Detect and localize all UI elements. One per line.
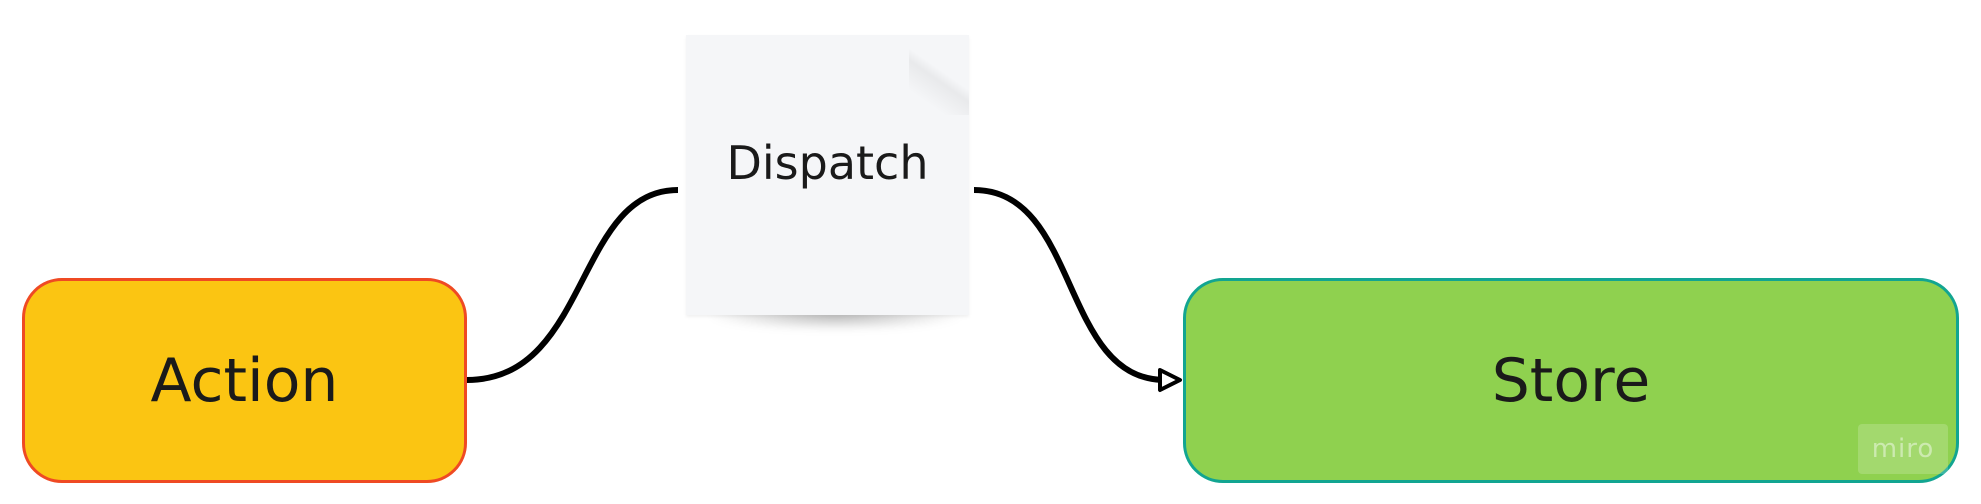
connector-action-to-dispatch[interactable] [466,187,679,383]
action-label: Action [150,345,339,416]
miro-watermark: miro [1858,424,1948,474]
connector-dispatch-to-store[interactable] [973,187,1166,383]
arrowhead-store [1158,368,1182,392]
dispatch-sticky-note[interactable]: Dispatch [686,35,969,315]
sticky-page-curl [909,35,969,115]
dispatch-label: Dispatch [726,136,929,190]
store-node[interactable]: Store [1183,278,1959,483]
watermark-text: miro [1871,434,1935,464]
action-node[interactable]: Action [22,278,467,483]
store-label: Store [1491,345,1651,416]
